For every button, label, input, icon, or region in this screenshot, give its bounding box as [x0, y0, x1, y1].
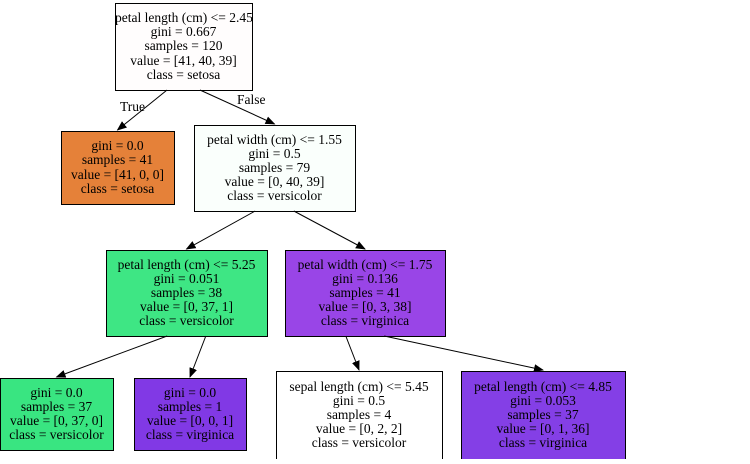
tree-edge-n4-n7 [345, 335, 360, 371]
tree-node-line: class = versicolor [139, 313, 234, 329]
tree-node-line: gini = 0.0 [91, 138, 144, 154]
tree-node-line: value = [0, 2, 2] [315, 421, 403, 437]
tree-node-line: value = [0, 37, 1] [139, 299, 234, 315]
tree-node-line: class = versicolor [311, 435, 407, 451]
tree-node-line: gini = 0.0 [30, 384, 83, 400]
tree-node-line: gini = 0.051 [153, 270, 220, 286]
tree-node-line: samples = 37 [507, 406, 579, 422]
tree-node-line: class = setosa [80, 180, 155, 196]
tree-node-box-n4 [285, 250, 446, 337]
tree-node-line: petal length (cm) <= 4.85 [474, 378, 612, 394]
tree-node-line: samples = 37 [20, 398, 93, 414]
edge-label-false: False [237, 92, 266, 107]
tree-edge-n3-n5 [55, 335, 168, 378]
tree-node-line: petal width (cm) <= 1.55 [207, 131, 342, 147]
tree-node-box-n5 [0, 378, 114, 451]
tree-node-line: gini = 0.667 [150, 24, 217, 40]
tree-node-line: value = [41, 40, 39] [130, 52, 237, 68]
tree-node-line: gini = 0.5 [332, 392, 386, 408]
edge-label-true: True [120, 99, 146, 114]
tree-node-line: class = versicolor [9, 427, 104, 443]
tree-node-box-n1 [61, 131, 175, 205]
tree-node-line: value = [0, 37, 0] [9, 413, 104, 428]
tree-edge-root-n2 [199, 89, 276, 125]
tree-edge-n3-n6 [189, 335, 207, 378]
tree-edge-n2-n3 [185, 210, 256, 250]
tree-node-line: gini = 0.0 [163, 384, 217, 400]
tree-node-line: sepal length (cm) <= 5.45 [289, 378, 429, 394]
tree-node-box-n3 [106, 250, 268, 337]
tree-node-line: value = [0, 3, 38] [318, 299, 412, 315]
tree-node-line: samples = 41 [329, 284, 401, 300]
tree-node-line: value = [0, 0, 1] [146, 413, 234, 428]
tree-node-line: value = [0, 1, 36] [496, 421, 590, 437]
tree-node-line: value = [0, 40, 39] [224, 174, 325, 190]
tree-node-line: class = virginica [498, 435, 588, 451]
tree-node-line: gini = 0.136 [332, 270, 398, 286]
tree-edge-n4-n8 [384, 335, 544, 373]
tree-node-line: petal length (cm) <= 5.25 [117, 256, 256, 272]
tree-node-line: class = virginica [145, 427, 235, 443]
tree-node-line: samples = 1 [157, 398, 223, 414]
tree-node-line: class = versicolor [227, 188, 322, 204]
tree-node-box-root [115, 3, 253, 91]
tree-node-line: gini = 0.5 [248, 145, 301, 161]
tree-node-box-n7 [276, 371, 443, 460]
tree-node-line: class = setosa [146, 66, 221, 82]
tree-node-line: petal width (cm) <= 1.75 [297, 256, 433, 272]
tree-edge-root-n1 [116, 89, 168, 131]
tree-node-line: samples = 38 [150, 284, 223, 300]
tree-node-box-n2 [194, 125, 356, 212]
tree-node-line: samples = 120 [144, 38, 223, 54]
tree-edge-n2-n4 [293, 210, 366, 250]
tree-node-line: samples = 79 [238, 159, 311, 175]
tree-node-line: petal length (cm) <= 2.45 [115, 10, 253, 25]
tree-node-line: class = virginica [320, 313, 410, 329]
tree-node-line: gini = 0.053 [510, 392, 576, 408]
tree-node-line: samples = 4 [326, 406, 392, 422]
tree-node-line: samples = 41 [81, 152, 154, 168]
tree-node-box-n6 [134, 378, 247, 451]
tree-node-line: value = [41, 0, 0] [70, 166, 165, 182]
